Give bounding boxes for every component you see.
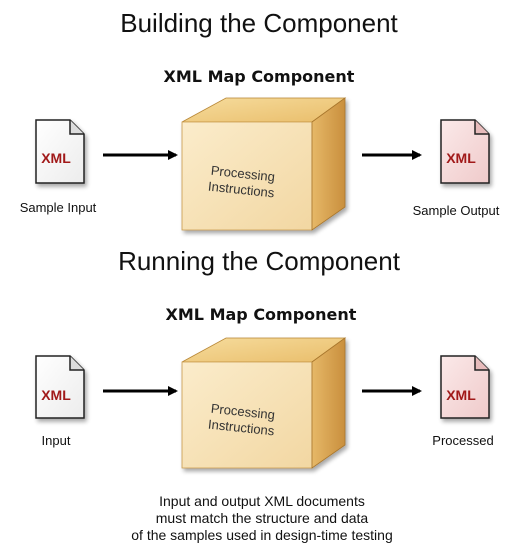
input-document-icon [35, 355, 85, 419]
input-caption: Sample Input [20, 200, 97, 215]
output-caption: Processed [432, 433, 493, 448]
section-running: Running the Component XML Map Component … [35, 246, 494, 469]
component-subheading: XML Map Component [166, 305, 357, 324]
output-doc-label: XML [446, 387, 476, 403]
section-heading: Running the Component [118, 246, 401, 276]
processing-line2: Instructions [207, 179, 275, 201]
input-document-icon [35, 119, 85, 184]
component-subheading: XML Map Component [164, 67, 355, 86]
processing-line2: Instructions [207, 417, 275, 439]
footnote: Input and output XML documents must matc… [131, 493, 392, 543]
input-doc-label: XML [41, 150, 71, 166]
output-caption: Sample Output [413, 203, 500, 218]
processing-line1: Processing [210, 163, 276, 185]
footnote-line2: must match the structure and data [156, 510, 369, 526]
section-heading: Building the Component [120, 8, 398, 38]
output-document-icon [440, 355, 490, 419]
processing-line1: Processing [210, 401, 276, 423]
input-doc-label: XML [41, 387, 71, 403]
footnote-line3: of the samples used in design-time testi… [131, 527, 392, 543]
section-building: Building the Component XML Map Component… [20, 8, 500, 231]
processing-box-icon [181, 337, 347, 469]
footnote-line1: Input and output XML documents [159, 493, 365, 509]
processing-box-icon [181, 97, 347, 231]
input-caption: Input [42, 433, 71, 448]
output-doc-label: XML [446, 150, 476, 166]
output-document-icon [440, 119, 490, 184]
